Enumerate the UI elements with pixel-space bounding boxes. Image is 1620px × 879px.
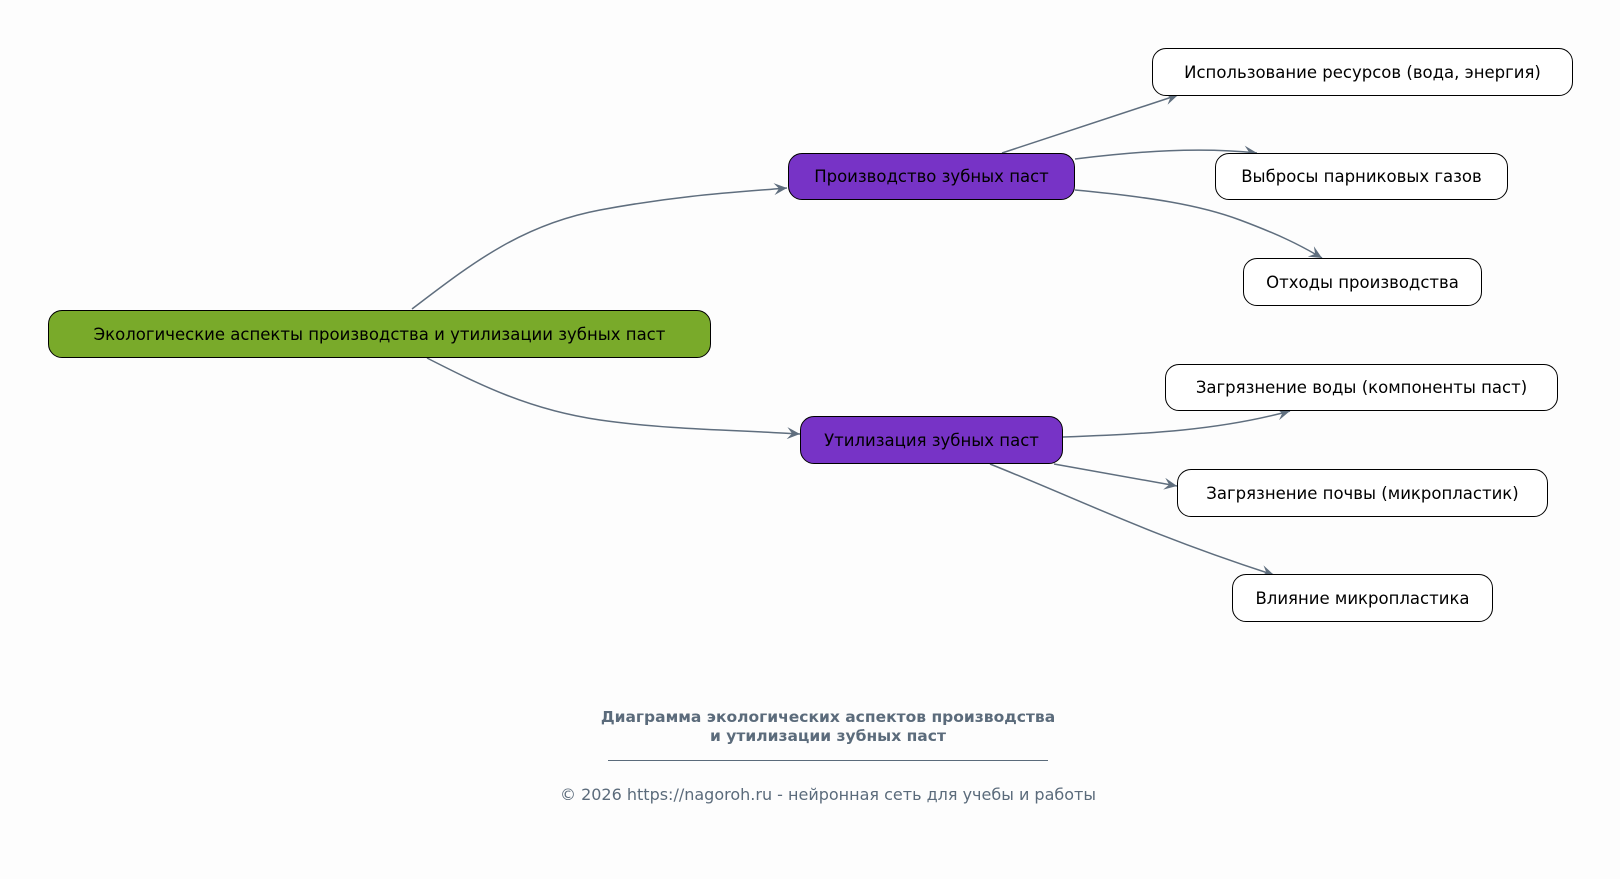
edge-production-resources — [1001, 93, 1179, 154]
leaf-label: Влияние микропластика — [1255, 588, 1470, 608]
branch-node-disposal: Утилизация зубных паст — [800, 416, 1063, 464]
leaf-node-emissions: Выбросы парниковых газов — [1215, 153, 1508, 200]
leaf-node-soil: Загрязнение почвы (микропластик) — [1177, 469, 1548, 517]
branch-node-production: Производство зубных паст — [788, 153, 1075, 200]
leaf-label: Выбросы парниковых газов — [1241, 167, 1482, 186]
footer-copyright: © 2026 https://nagoroh.ru - нейронная се… — [559, 785, 1096, 804]
edge-disposal-soil — [1053, 463, 1178, 490]
edge-production-waste — [1074, 189, 1323, 259]
leaf-label: Использование ресурсов (вода, энергия) — [1184, 62, 1541, 82]
leaf-node-waste: Отходы производства — [1243, 258, 1482, 306]
edge-production-emissions — [1074, 145, 1258, 160]
leaf-label: Загрязнение почвы (микропластик) — [1206, 483, 1519, 503]
leaf-node-microplastic: Влияние микропластика — [1232, 574, 1493, 622]
leaf-label: Отходы производства — [1266, 272, 1459, 292]
root-node: Экологические аспекты производства и ути… — [48, 310, 711, 358]
caption-divider — [608, 760, 1048, 761]
edge-root-disposal — [426, 357, 801, 440]
branch-label: Производство зубных паст — [814, 167, 1049, 186]
edge-disposal-microplastic — [989, 463, 1275, 577]
caption-title-line2: и утилизации зубных паст — [710, 727, 946, 745]
leaf-node-resources: Использование ресурсов (вода, энергия) — [1152, 48, 1573, 96]
caption-title-line1: Диаграмма экологических аспектов произво… — [600, 708, 1056, 726]
edge-disposal-water — [1062, 408, 1291, 438]
edge-root-production — [411, 183, 788, 310]
branch-label: Утилизация зубных паст — [824, 430, 1039, 450]
leaf-label: Загрязнение воды (компоненты паст) — [1195, 378, 1528, 397]
leaf-node-water: Загрязнение воды (компоненты паст) — [1165, 364, 1558, 411]
root-label: Экологические аспекты производства и ути… — [93, 324, 666, 344]
